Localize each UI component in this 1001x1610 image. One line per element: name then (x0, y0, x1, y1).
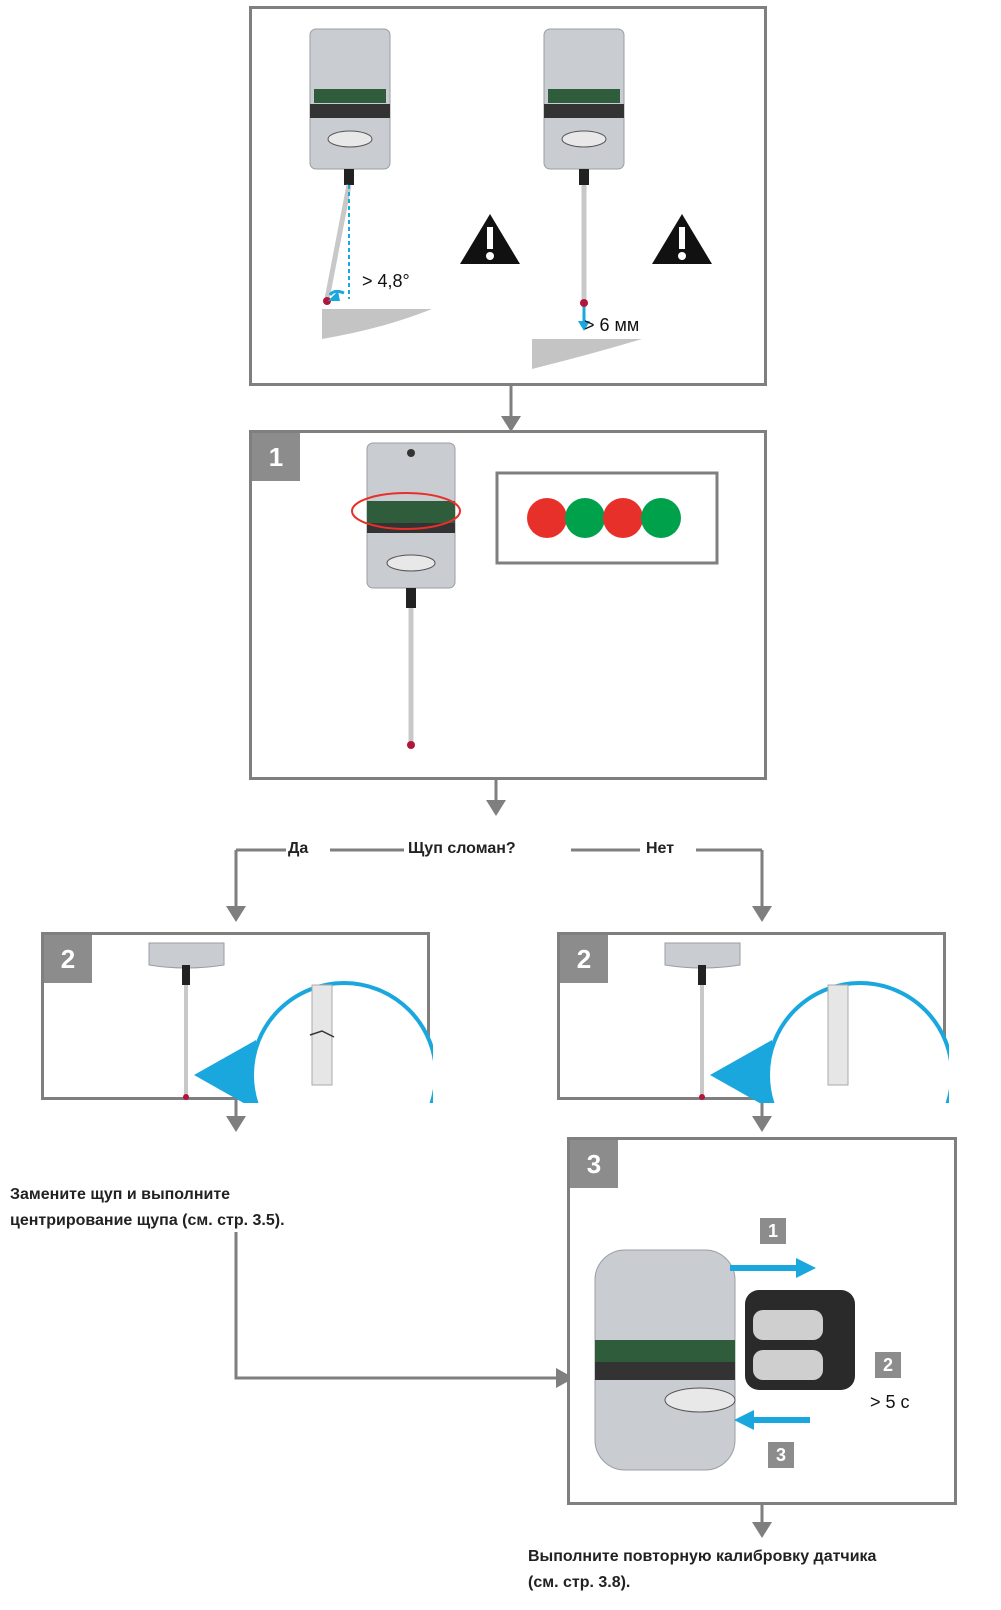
replace-line-2: центрирование щупа (см. стр. 3.5). (10, 1212, 285, 1229)
step3-number: 3 (570, 1140, 618, 1188)
overtravel-illustration (309, 28, 712, 369)
angle-label: > 4,8° (362, 271, 410, 291)
broken-stylus-illustration (148, 942, 433, 1103)
answer-no: Нет (646, 840, 675, 857)
recalibrate-line-1: Выполните повторную калибровку датчика (528, 1548, 877, 1565)
step1-panel: 1 (249, 430, 767, 780)
arrow-down-to-step1 (501, 416, 521, 432)
step2-right-panel: 2 (557, 932, 949, 1103)
recalibrate-line-2: (см. стр. 3.8). (528, 1574, 631, 1591)
led-red-1 (527, 498, 567, 538)
time-label: > 5 с (870, 1392, 910, 1412)
intact-stylus-illustration (664, 942, 949, 1103)
step2-right-number: 2 (560, 935, 608, 983)
warning-icon-right (652, 214, 712, 264)
replace-stylus-instruction: Замените щуп и выполните центрирование щ… (10, 1182, 285, 1234)
probe-right (532, 28, 642, 369)
replace-line-1: Замените щуп и выполните (10, 1186, 231, 1203)
step2-left-number: 2 (44, 935, 92, 983)
step2-left-panel: 2 (41, 932, 433, 1103)
step1-illustration (351, 442, 719, 749)
led-green-1 (565, 498, 605, 538)
substep-3: 3 (768, 1442, 794, 1468)
warning-icon-left (460, 214, 520, 264)
step1-number: 1 (252, 433, 300, 481)
battery-cassette (745, 1290, 855, 1390)
overtravel-panel: > 4,8° > 6 мм (249, 6, 767, 386)
substep-2: 2 (875, 1352, 901, 1378)
recalibrate-instruction: Выполните повторную калибровку датчика (… (528, 1544, 876, 1596)
led-red-2 (603, 498, 643, 538)
answer-yes: Да (288, 840, 309, 857)
probe-side-view (594, 1249, 736, 1471)
battery-reset-illustration (594, 1249, 855, 1471)
led-green-2 (641, 498, 681, 538)
travel-label: > 6 мм (584, 315, 640, 335)
probe-led-view (351, 442, 461, 749)
substep-1: 1 (760, 1218, 786, 1244)
question-text: Щуп сломан? (408, 840, 516, 857)
step3-panel: 3 1 2 3 > 5 с (567, 1137, 957, 1505)
probe-left (309, 28, 432, 339)
